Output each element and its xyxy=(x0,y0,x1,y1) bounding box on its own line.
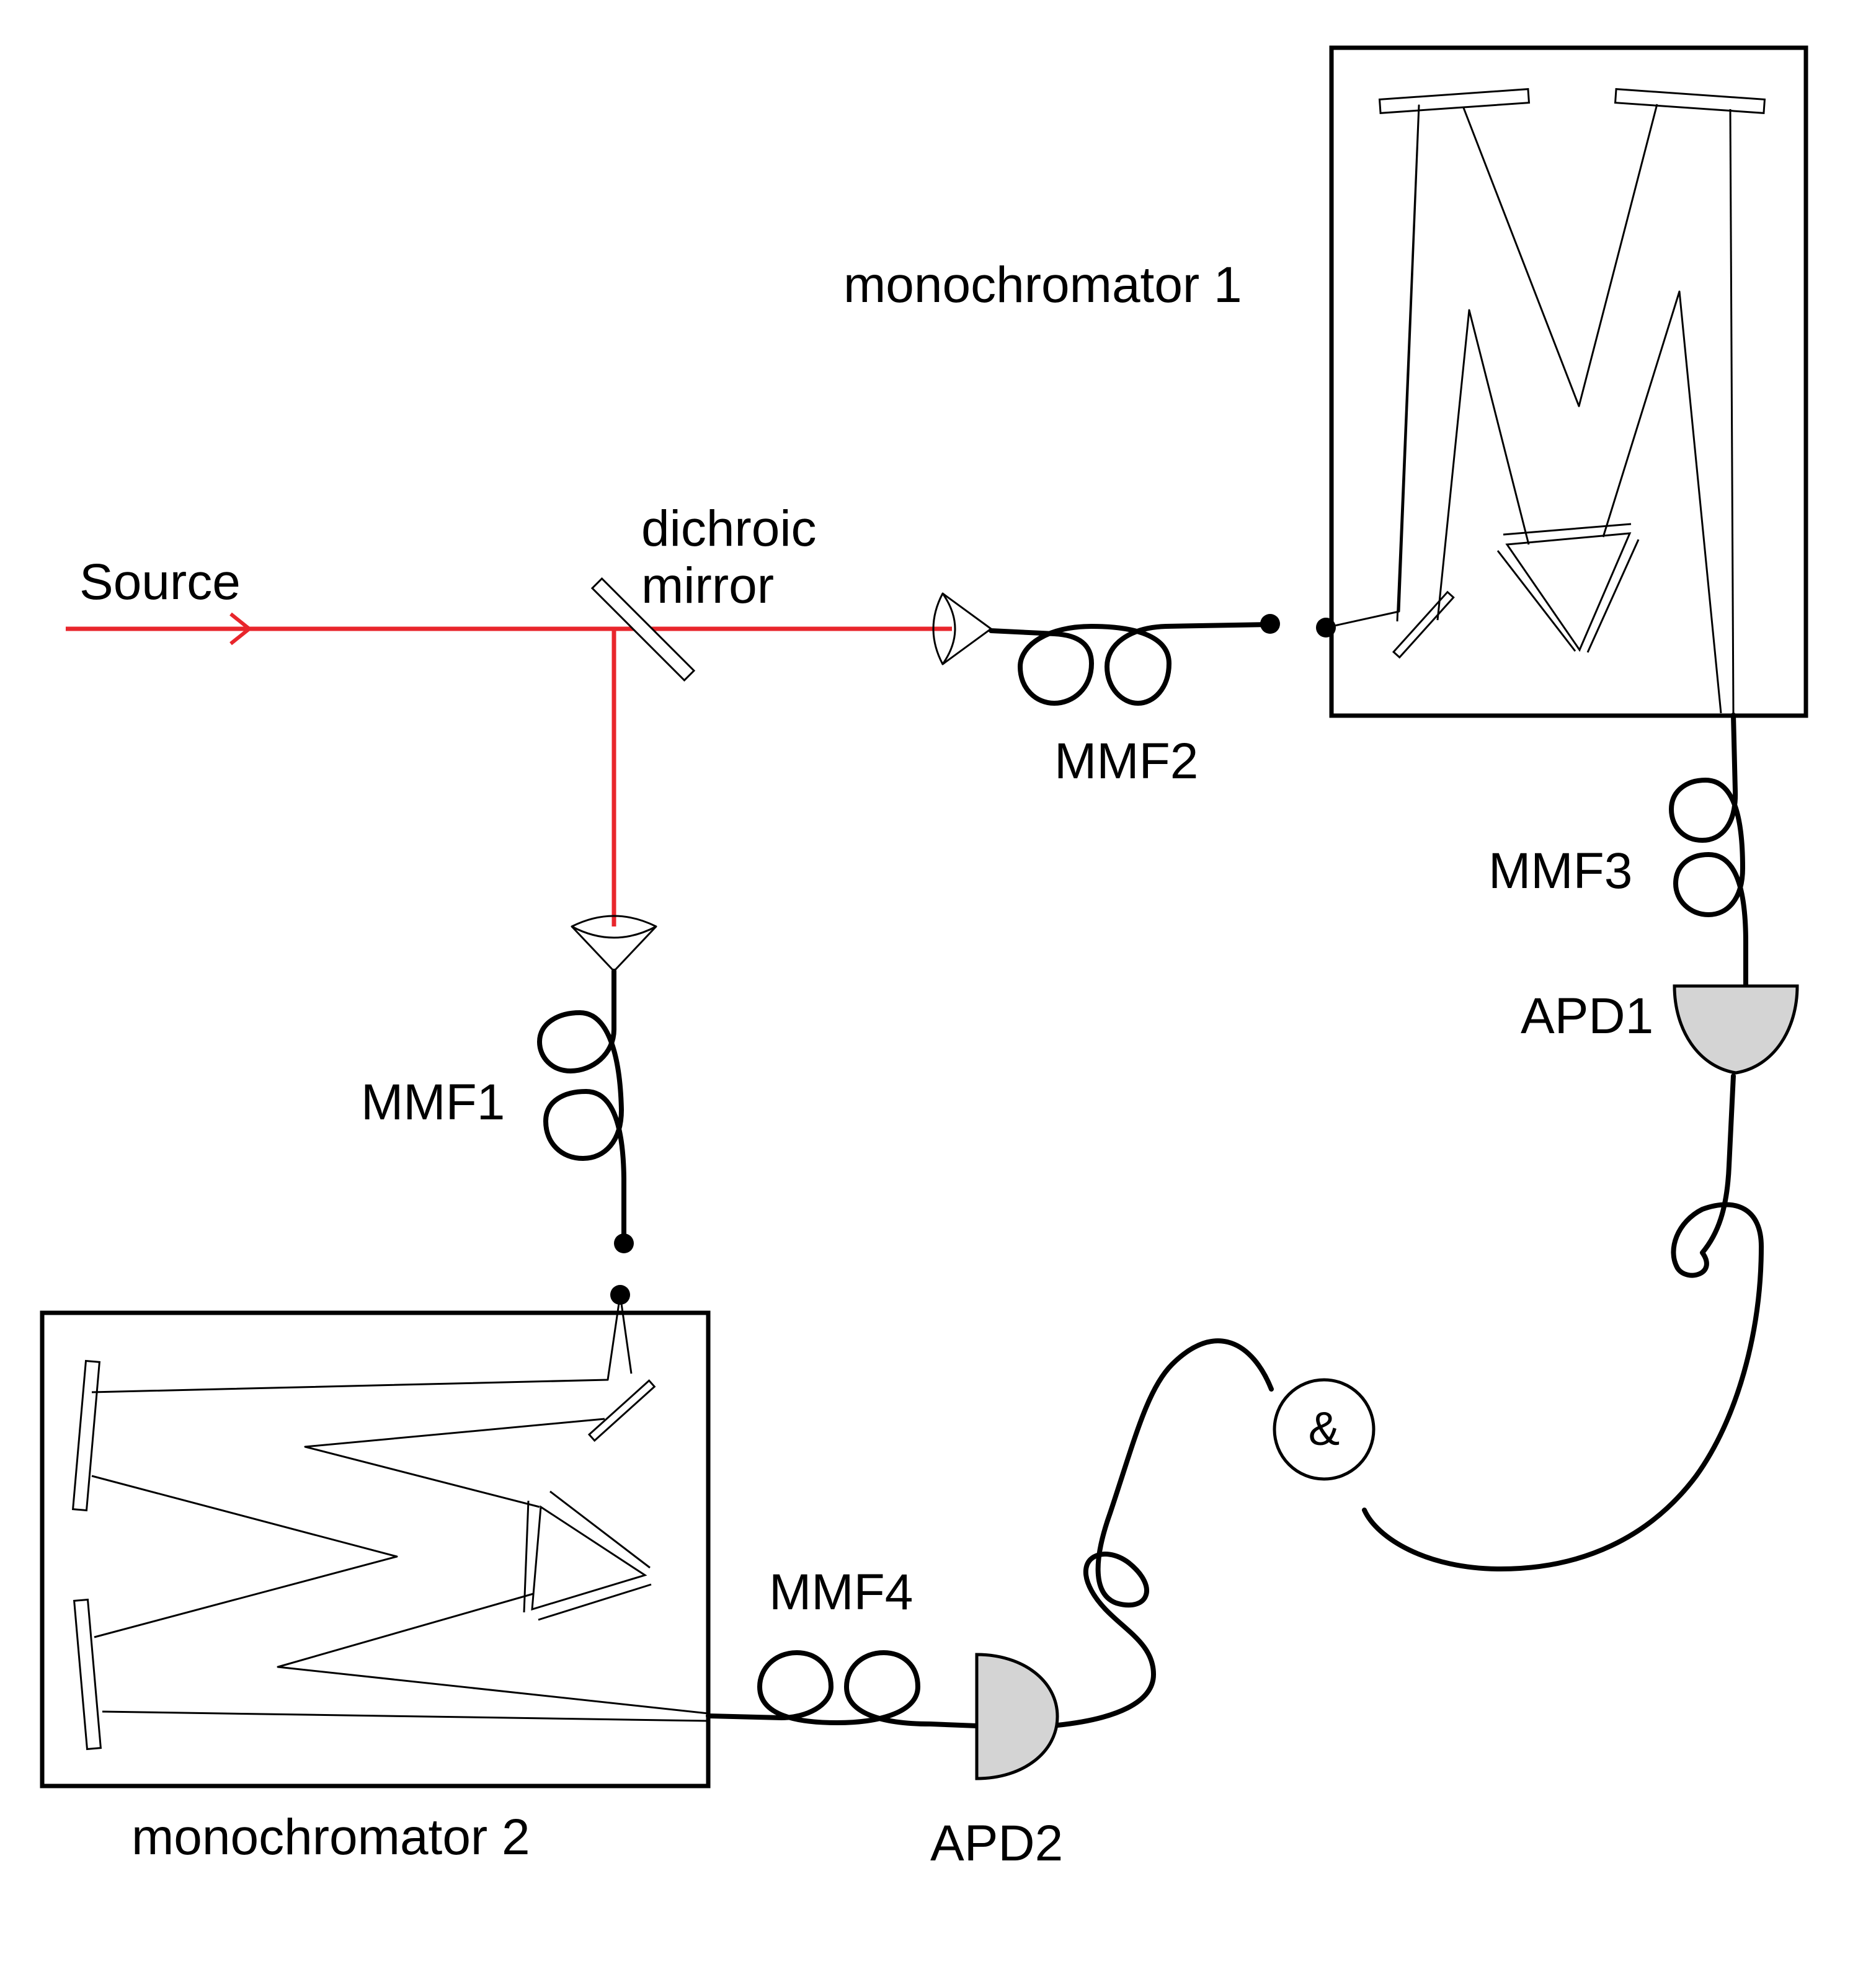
fiber-mmf2-end-dot xyxy=(1260,614,1280,634)
mono2-beam-path-2 xyxy=(619,1294,633,1374)
beam-direction-arrow xyxy=(229,612,252,646)
fiber-apd2-to-coincidence xyxy=(1055,1338,1274,1728)
mono1-mirror-right xyxy=(1614,88,1766,114)
apd1-detector xyxy=(1673,984,1799,1075)
mono1-beam-path xyxy=(1325,104,1420,629)
fiber-mmf1-end-dot xyxy=(614,1233,634,1253)
fiber-mmf1 xyxy=(537,969,626,1246)
mono1-grating-prism xyxy=(1496,523,1640,653)
source-label: Source xyxy=(79,554,241,610)
mono2-input-mirror xyxy=(587,1379,656,1442)
apd1-label: APD1 xyxy=(1521,988,1653,1044)
mmf1-label: MMF1 xyxy=(361,1074,505,1131)
monochromator-1 xyxy=(1325,45,1808,718)
mono1-beam-path-4 xyxy=(1602,290,1722,714)
mono2-mirror-top xyxy=(71,1359,101,1512)
dichroic-label-line2: mirror xyxy=(641,558,774,614)
mono2-beam-path-3 xyxy=(304,1418,605,1508)
mono2-mirror-bottom xyxy=(73,1598,102,1751)
monochromator-2-enclosure xyxy=(40,1310,711,1788)
mmf4-label: MMF4 xyxy=(769,1564,913,1620)
fiber-apd1-to-coincidence xyxy=(1362,1073,1764,1571)
apd2-label: APD2 xyxy=(930,1815,1063,1872)
mmf3-label: MMF3 xyxy=(1488,843,1632,899)
dichroic-label-line1: dichroic xyxy=(641,500,817,557)
mono1-input-mirror xyxy=(1392,590,1455,659)
dichroic-mirror xyxy=(590,577,696,682)
mmf2-label: MMF2 xyxy=(1054,733,1198,789)
monochromator-1-label: monochromator 1 xyxy=(843,257,1242,313)
fiber-mmf3 xyxy=(1669,713,1748,989)
mono2-beam-path-6 xyxy=(102,1710,709,1722)
fiber-mmf4 xyxy=(706,1650,979,1728)
mono1-beam-path-5 xyxy=(1729,109,1735,714)
mono2-beam-path-5 xyxy=(277,1593,709,1715)
mono1-beam-path-3 xyxy=(1436,309,1530,621)
coincidence-unit: & xyxy=(1273,1378,1376,1481)
coincidence-symbol: & xyxy=(1309,1403,1340,1455)
mono1-mirror-left xyxy=(1378,88,1531,114)
mono1-beam-path-2 xyxy=(1462,104,1658,407)
laser-beam xyxy=(66,612,952,926)
monochromator-2 xyxy=(40,1294,711,1788)
mono2-beam-path-4 xyxy=(91,1475,398,1638)
fiber-mmf2 xyxy=(989,622,1274,706)
monochromator-2-label: monochromator 2 xyxy=(131,1809,530,1865)
monochromator-1-enclosure xyxy=(1329,45,1808,718)
apd2-detector xyxy=(975,1653,1059,1780)
mono2-grating-prism xyxy=(523,1490,652,1621)
mono2-beam-path xyxy=(91,1294,621,1393)
